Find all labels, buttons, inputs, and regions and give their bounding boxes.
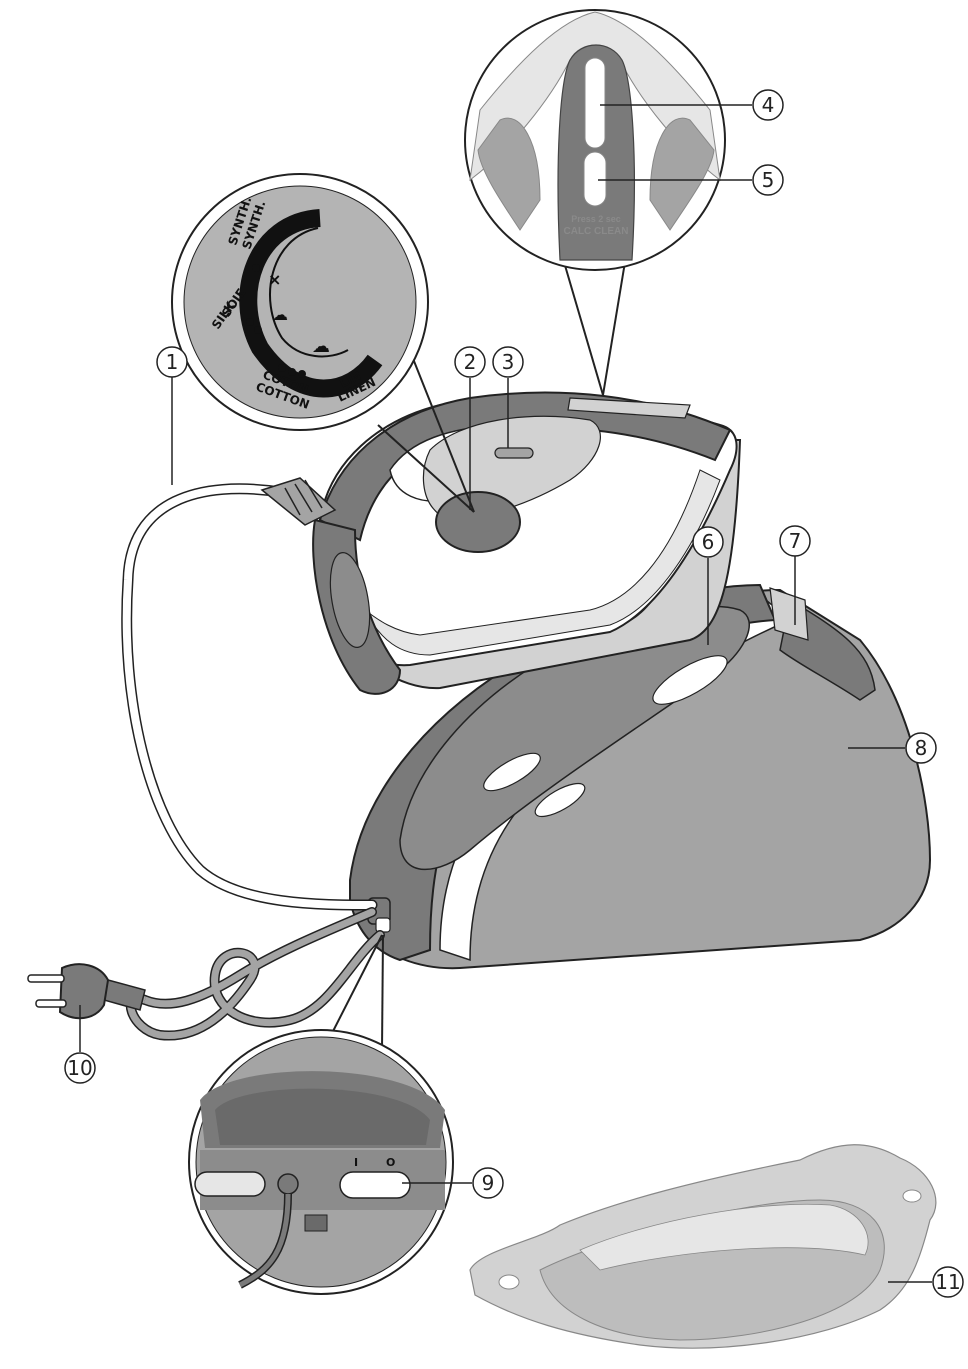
calc-clean-hint: Press 2 sec <box>571 214 621 224</box>
callout-5: 5 <box>752 164 784 196</box>
no-steam-icon: ⨯ <box>268 270 281 289</box>
svg-text:3: 3 <box>502 350 515 374</box>
calc-clean-label: CALC CLEAN <box>564 226 629 237</box>
high-steam-icon: ☁ <box>312 336 330 357</box>
callout-4: 4 <box>752 89 784 121</box>
callout-6: 6 <box>692 526 724 558</box>
svg-text:8: 8 <box>915 736 928 760</box>
steam-trigger[interactable] <box>494 447 534 459</box>
svg-text:4: 4 <box>762 93 775 117</box>
svg-text:9: 9 <box>482 1171 495 1195</box>
calc-clean-button[interactable] <box>583 151 607 207</box>
steam-lock-button[interactable] <box>584 57 606 149</box>
svg-text:11: 11 <box>935 1270 960 1294</box>
callout-10: 10 <box>64 1052 96 1084</box>
iron <box>260 391 742 695</box>
callout-2: 2 <box>454 346 486 378</box>
svg-text:2: 2 <box>464 350 477 374</box>
callout-1: 1 <box>156 346 188 378</box>
power-cord <box>99 907 385 1041</box>
svg-text:10: 10 <box>67 1056 92 1080</box>
power-switch[interactable] <box>339 1171 411 1199</box>
svg-text:7: 7 <box>789 529 802 553</box>
switch-on-mark: I <box>354 1156 358 1169</box>
callout-9: 9 <box>472 1167 504 1199</box>
temperature-dial[interactable] <box>435 491 521 553</box>
power-plug <box>27 963 110 1020</box>
callout-3: 3 <box>492 346 524 378</box>
calc-clean-zoom-view: Press 2 sec CALC CLEAN <box>464 9 726 396</box>
callouts: 1 2 3 4 5 6 7 8 <box>64 89 964 1298</box>
water-tank <box>469 1144 937 1349</box>
switch-off-mark: O <box>386 1156 395 1169</box>
switch-zoom-view: I O <box>188 934 454 1295</box>
svg-text:1: 1 <box>166 350 179 374</box>
svg-text:6: 6 <box>702 530 715 554</box>
low-steam-icon: ☁ <box>272 305 288 324</box>
svg-text:5: 5 <box>762 168 775 192</box>
callout-8: 8 <box>905 732 937 764</box>
dial-zoom-view: ⨯ ☁ ☁ SYNTH. SYNTH. SOIE SILK COTON COTT… <box>171 173 475 513</box>
callout-11: 11 <box>932 1266 964 1298</box>
callout-7: 7 <box>779 525 811 557</box>
leader-lines <box>79 104 932 1283</box>
